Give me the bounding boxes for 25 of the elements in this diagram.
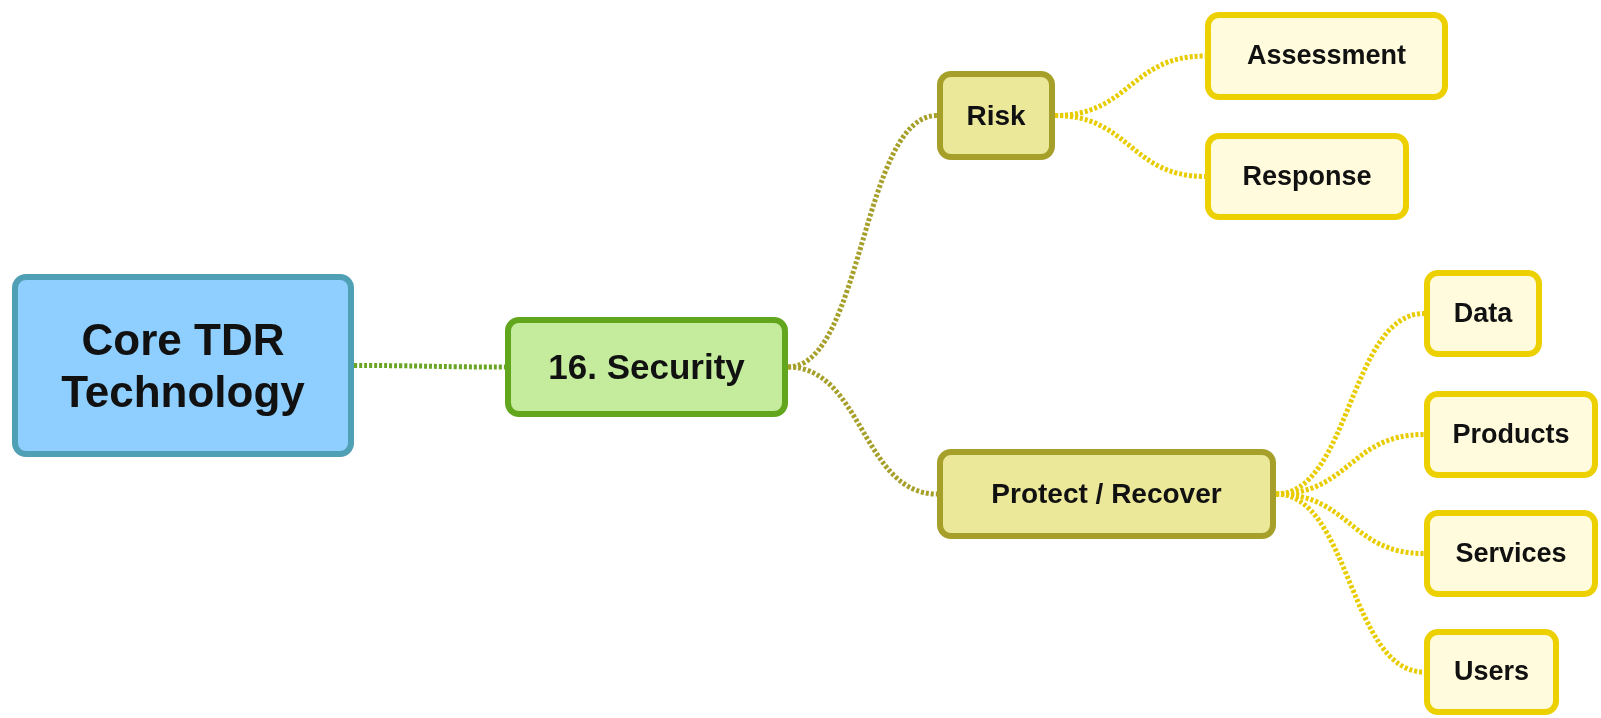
topic-box: [937, 449, 1276, 539]
connector-line: [787, 113, 938, 370]
topic-label: Users: [1453, 656, 1530, 688]
topic-label: Response: [1242, 160, 1372, 193]
topic-box: [12, 274, 354, 457]
connector-line: [1275, 491, 1425, 675]
topic-box: [1205, 12, 1448, 100]
topic-box: [1205, 133, 1409, 220]
topic-box: [1424, 391, 1598, 478]
topic-box: [937, 71, 1055, 160]
connector-line: [1275, 432, 1425, 497]
topic-box: [1424, 629, 1559, 715]
topic-label: Core TDR Technology: [60, 313, 306, 418]
topic-label: Services: [1455, 537, 1567, 570]
topic-box: [1424, 510, 1598, 597]
topic-box: [505, 317, 788, 417]
topic-label: 16. Security: [548, 346, 745, 388]
topic-label: Data: [1453, 297, 1513, 330]
topic-box: [1424, 270, 1542, 357]
connector-line: [354, 363, 505, 370]
topic-label: Protect / Recover: [991, 477, 1222, 511]
topic-label: Products: [1452, 418, 1570, 451]
topic-label: Risk: [966, 99, 1026, 132]
connector-line: [787, 364, 938, 497]
topic-label: Assessment: [1246, 40, 1407, 72]
